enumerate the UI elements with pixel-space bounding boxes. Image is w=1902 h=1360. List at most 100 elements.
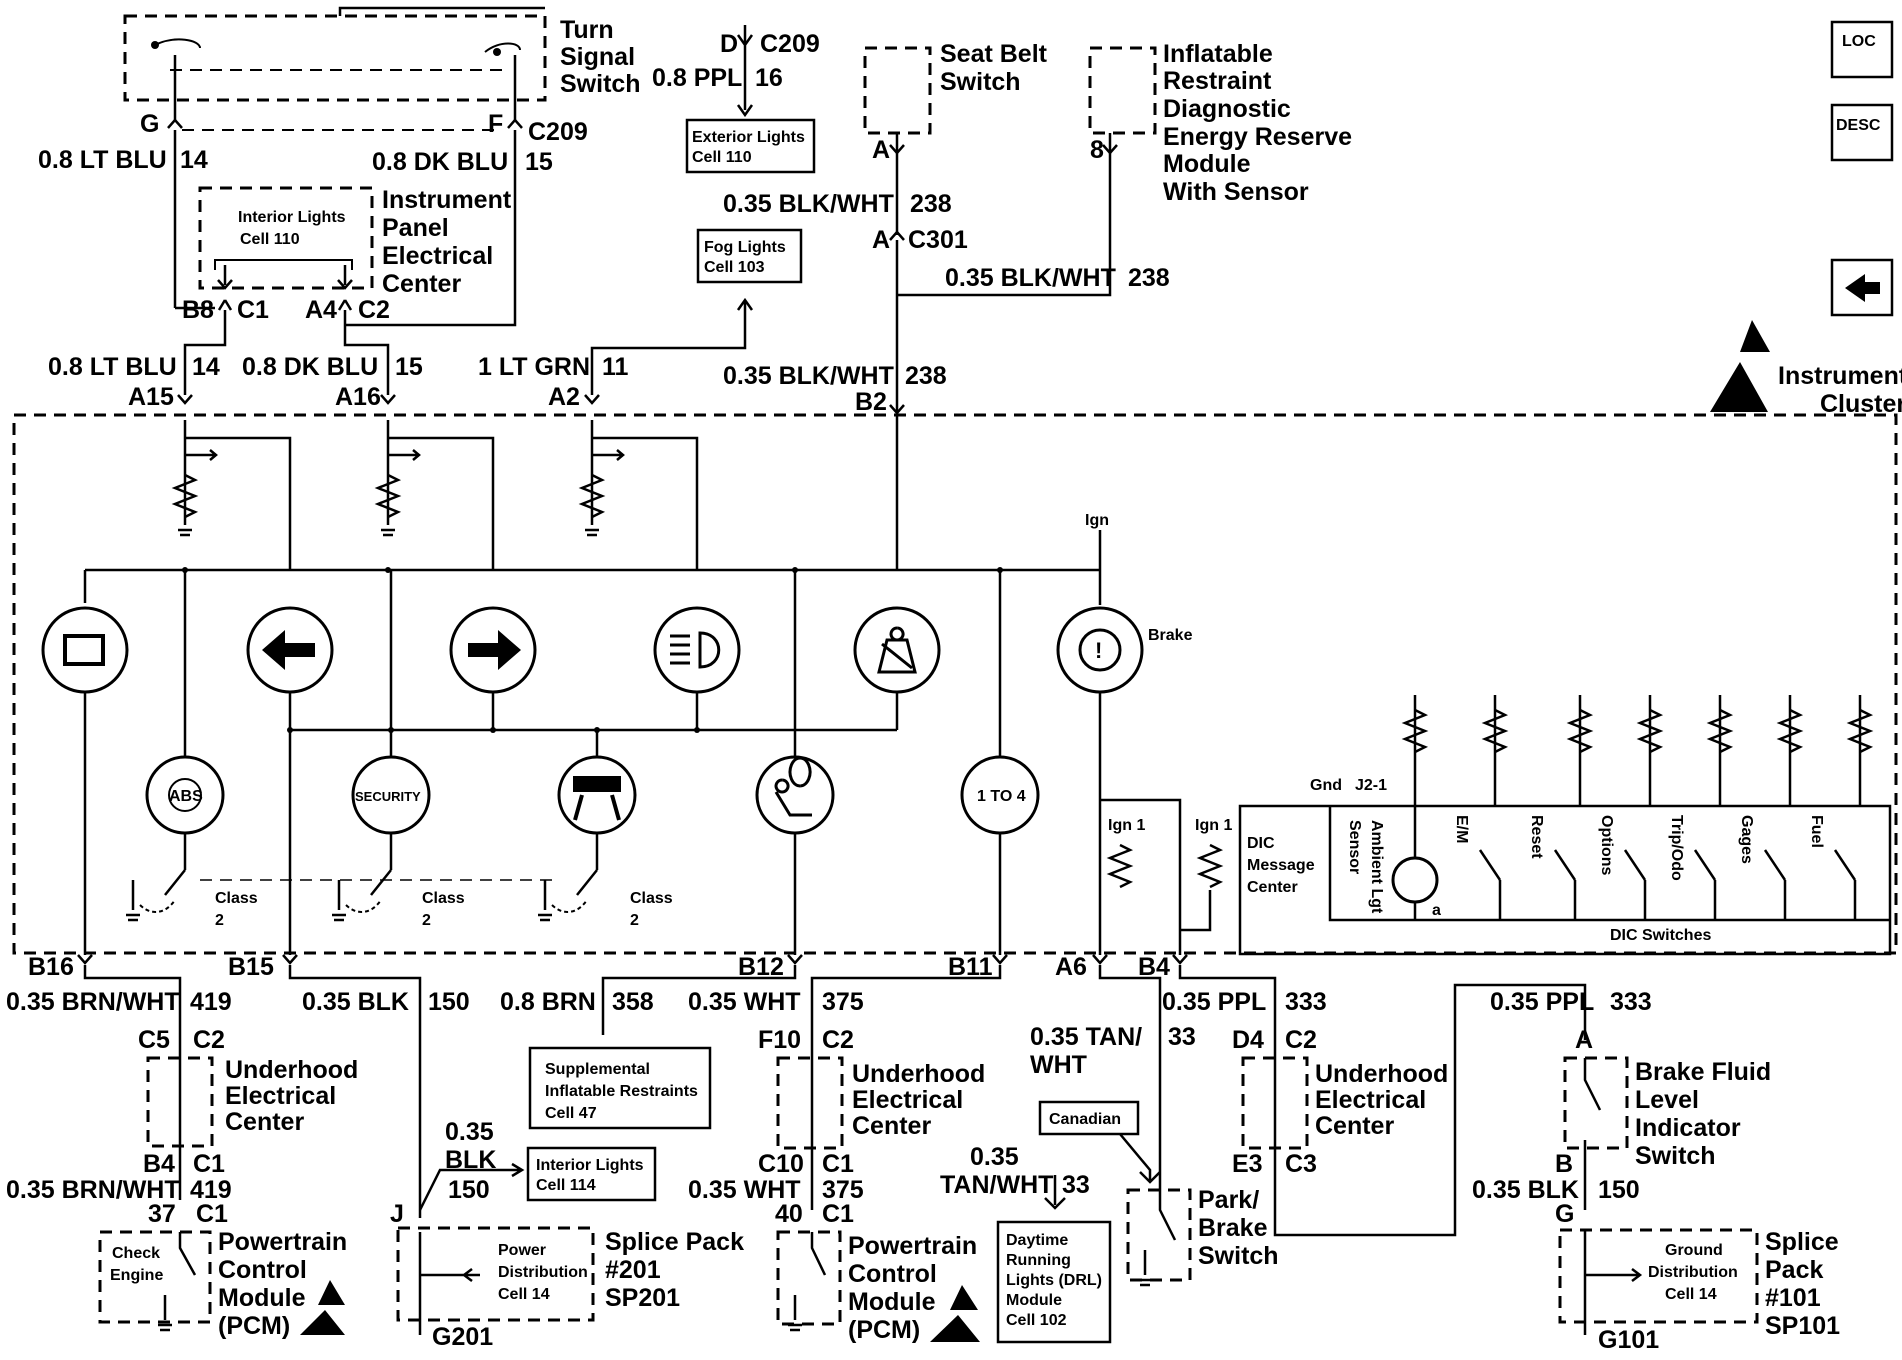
input-resistors xyxy=(171,420,625,537)
class2-switches: Class 2 Class 2 Class 2 xyxy=(126,869,673,929)
wire-ltblu-top: 0.8 LT BLU xyxy=(38,146,167,174)
park-brake-2: Brake xyxy=(1198,1214,1268,1242)
seat-belt-2: Switch xyxy=(940,68,1021,96)
splice201-1: Splice Pack xyxy=(605,1228,744,1256)
pcm-left-4: (PCM) xyxy=(218,1312,290,1340)
conn-40: 40 xyxy=(775,1200,803,1228)
conn-D: D xyxy=(720,30,738,58)
wire-33-2: 33 xyxy=(1062,1171,1090,1199)
wire-15-top: 15 xyxy=(525,148,553,176)
left-arrow-icon xyxy=(262,630,315,670)
dic-options: Options xyxy=(1598,815,1615,876)
brake-exclaim-icon: ! xyxy=(1095,638,1102,663)
check-engine-1: Check xyxy=(112,1245,160,1262)
ipec-label-2: Panel xyxy=(382,214,449,242)
uhec-left-3: Center xyxy=(225,1108,304,1136)
wire-ltgrn: 1 LT GRN xyxy=(478,353,590,381)
wire-wht-1: 0.35 WHT xyxy=(688,988,801,1016)
uhec-left-2: Electrical xyxy=(225,1082,336,1110)
fog-lights-2: Cell 103 xyxy=(704,259,765,276)
wire-15-mid: 15 xyxy=(395,353,423,381)
right-arrow-icon xyxy=(468,630,521,670)
passenger-airbag-lamp xyxy=(755,755,835,955)
cluster-label-1: Instrument xyxy=(1778,362,1902,390)
cluster-label-2: Cluster xyxy=(1820,390,1902,418)
pcm-left-2: Control xyxy=(218,1256,307,1284)
dic-message-center-box xyxy=(1238,804,1892,956)
conn-B8: B8 xyxy=(182,296,214,324)
ground-dist-2: Distribution xyxy=(1648,1264,1738,1281)
inflatable-restraint-module xyxy=(1088,46,1157,135)
int-lights-110-1: Interior Lights xyxy=(238,209,346,226)
splice101-3: #101 xyxy=(1765,1284,1821,1312)
one-to-four-lamp: 1 TO 4 xyxy=(960,755,1040,955)
conn-F: F xyxy=(488,110,503,138)
wire-tan-a: 0.35 TAN/ xyxy=(1030,1023,1142,1051)
conn-37: 37 xyxy=(148,1200,176,1228)
conn-C10: C10 xyxy=(758,1150,804,1178)
wire-dkblu-top: 0.8 DK BLU xyxy=(372,148,508,176)
ext-lights-2: Cell 110 xyxy=(692,149,752,166)
engine-icon xyxy=(63,634,105,666)
wire-brn: 0.8 BRN xyxy=(500,988,596,1016)
brake-label: Brake xyxy=(1148,627,1193,644)
uhec-right-3: Center xyxy=(1315,1112,1394,1140)
power-dist-1: Power xyxy=(498,1242,546,1259)
security-text: SECURITY xyxy=(355,789,421,804)
int-lights-114-box xyxy=(526,1146,657,1202)
uhec-left-1: Underhood xyxy=(225,1056,358,1084)
conn-C5: C5 xyxy=(138,1026,170,1054)
wire-tan2-a: 0.35 xyxy=(970,1143,1019,1171)
g101-label: G101 xyxy=(1598,1326,1659,1354)
uhec-mid-3: Center xyxy=(852,1112,931,1140)
loc-button[interactable]: LOC xyxy=(1830,20,1894,79)
power-dist-2: Distribution xyxy=(498,1264,588,1281)
ambient-label-1: Ambient Lgt xyxy=(1368,820,1385,914)
conn-J: J xyxy=(390,1200,404,1228)
wire-375-1: 375 xyxy=(822,988,864,1016)
wire-ppl-top: 0.8 PPL xyxy=(652,64,742,92)
dic-2: Message xyxy=(1247,857,1315,874)
wire-blk-3: 0.35 BLK xyxy=(1472,1176,1579,1204)
sensor-a: a xyxy=(1432,902,1441,919)
g201-label: G201 xyxy=(432,1323,493,1351)
wire-14-top: 14 xyxy=(180,146,208,174)
power-dist-3: Cell 14 xyxy=(498,1286,550,1303)
wire-dkblu-mid: 0.8 DK BLU xyxy=(242,353,378,381)
turn-signal-label-2: Signal xyxy=(560,43,635,71)
seat-belt-1: Seat Belt xyxy=(940,40,1048,68)
turn-signal-switch: Turn Signal Switch xyxy=(123,6,641,102)
traction-icon xyxy=(573,776,621,821)
wire-tan-b: WHT xyxy=(1030,1051,1087,1079)
back-arrow-button[interactable] xyxy=(1830,258,1894,317)
ground-dist-1: Ground xyxy=(1665,1242,1723,1259)
park-brake-1: Park/ xyxy=(1198,1186,1259,1214)
airbag-icon xyxy=(774,756,812,817)
conn-A16: A16 xyxy=(335,383,381,411)
ign-label: Ign xyxy=(1085,512,1109,529)
inflatable-5: Module xyxy=(1163,150,1251,178)
splice101-box xyxy=(1558,1228,1759,1324)
pcm-right-box xyxy=(776,1230,842,1326)
ign1-label-a: Ign 1 xyxy=(1108,817,1145,834)
conn-C209-left: C209 xyxy=(528,118,588,146)
j21-label: J2-1 xyxy=(1355,777,1387,794)
seat-belt-switch xyxy=(863,46,932,135)
left-turn-lamp xyxy=(246,606,334,955)
ign1-label-b: Ign 1 xyxy=(1195,817,1232,834)
splice101-1: Splice xyxy=(1765,1228,1839,1256)
wire-16-top: 16 xyxy=(755,64,783,92)
class2-a-1: Class xyxy=(215,890,258,907)
splice201-2: #201 xyxy=(605,1256,661,1284)
conn-C2-uhec3: C2 xyxy=(1285,1026,1317,1054)
desc-button[interactable]: DESC xyxy=(1830,103,1894,162)
wire-375-2: 375 xyxy=(822,1176,864,1204)
check-engine-lamp xyxy=(41,570,129,955)
uhec-mid-1: Underhood xyxy=(852,1060,985,1088)
seat-belt-lamp xyxy=(853,606,941,730)
conn-B15: B15 xyxy=(228,953,274,981)
conn-B2: B2 xyxy=(855,388,887,416)
conn-C3: C3 xyxy=(1285,1150,1317,1178)
pcm-right-4: (PCM) xyxy=(848,1316,920,1344)
abs-lamp: ABS xyxy=(145,755,225,870)
